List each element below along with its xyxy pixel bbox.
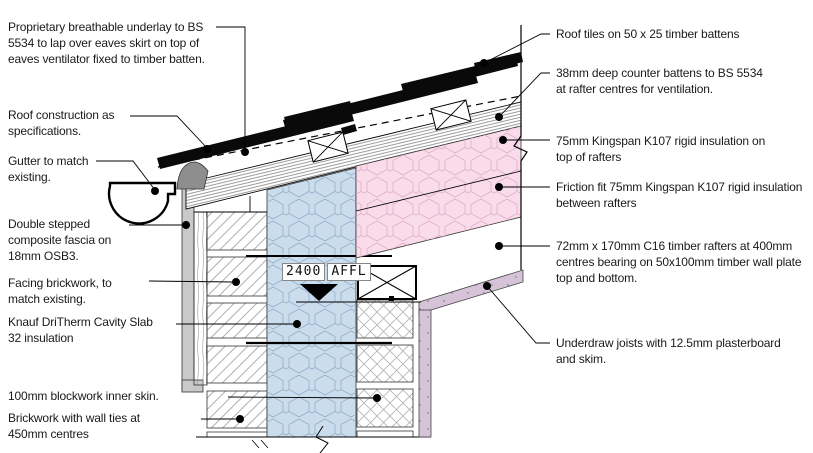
annotation-gutter: Gutter to match existing. — [8, 154, 89, 184]
leader-dots — [151, 59, 507, 423]
level-value: 2400 — [282, 263, 326, 281]
breather-membrane-dashed — [157, 95, 522, 168]
osb-backing-board — [193, 211, 208, 386]
tiling-batten-1 — [307, 131, 349, 163]
annotation-roof-construction: Roof construction as specifications. — [8, 108, 115, 138]
annotation-blockwork: 100mm blockwork inner skin. — [8, 389, 159, 403]
annotation-insulation-between: Friction fit 75mm Kingspan K107 rigid in… — [556, 180, 803, 210]
facing-brickwork-outer-leaf — [206, 211, 268, 438]
leader-breathable-underlay — [216, 26, 246, 150]
annotation-wall-ties: Brickwork with wall ties at 450mm centre… — [8, 411, 140, 441]
tiling-batten-2 — [430, 99, 472, 131]
section-cut-line — [513, 25, 528, 270]
leader-gutter — [96, 160, 156, 191]
annotation-facing-brickwork: Facing brickwork, to match existing. — [8, 276, 112, 306]
ground-tick-marks — [251, 439, 269, 449]
level-marker-triangle — [300, 284, 338, 301]
level-marker-label: 2400 AFFL — [282, 263, 371, 281]
annotation-rafters: 72mm x 170mm C16 timber rafters at 400mm… — [556, 239, 802, 285]
annotation-insulation-over: 75mm Kingspan K107 rigid insulation on t… — [556, 134, 766, 164]
leader-facing-brickwork — [148, 280, 235, 283]
annotation-counter-battens: 38mm deep counter battens to BS 5534 at … — [556, 66, 763, 96]
annotation-fascia: Double stepped composite fascia on 18mm … — [8, 217, 112, 263]
annotation-cavity-insulation: Knauf DriTherm Cavity Slab 32 insulation — [8, 315, 153, 345]
level-datum: AFFL — [327, 263, 371, 281]
leader-roof-tiles — [483, 33, 550, 64]
rigid-insulation-bands — [355, 125, 522, 259]
tile-overlap-3 — [474, 52, 523, 73]
eaves-filler-piece — [176, 161, 209, 190]
annotation-underdraw-joists: Underdraw joists with 12.5mm plasterboar… — [556, 336, 781, 366]
fixing-mark — [389, 296, 394, 301]
fascia-board — [181, 186, 195, 391]
roof-tiles — [157, 52, 523, 169]
wall-break-symbol — [315, 425, 329, 453]
leader-blockwork — [227, 396, 376, 399]
leader-roof-construction — [130, 115, 208, 149]
blockwork-inner-skin — [356, 299, 414, 438]
tile-nib — [341, 124, 357, 135]
leader-underdraw-joists — [486, 285, 550, 344]
leader-lines — [96, 26, 550, 420]
rafter-top-line — [355, 170, 522, 212]
annotation-roof-tiles: Roof tiles on 50 x 25 timber battens — [556, 27, 740, 41]
annotation-breathable-underlay: Proprietary breathable underlay to BS 55… — [8, 20, 205, 66]
plasterboard — [418, 269, 524, 438]
tile-overlap-2 — [284, 101, 353, 128]
leader-counter-battens — [498, 72, 550, 118]
gutter — [107, 181, 177, 225]
